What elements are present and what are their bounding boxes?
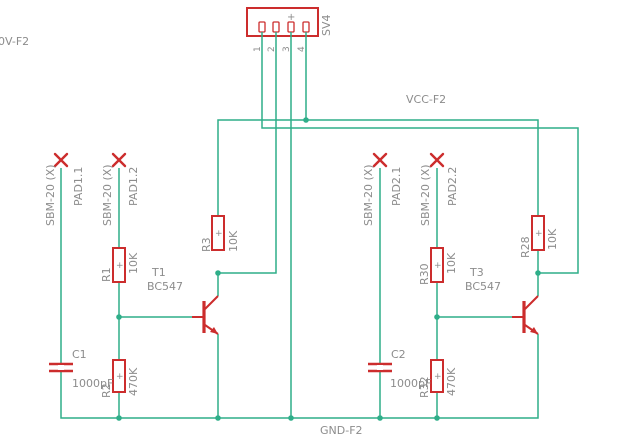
junction-dot: [377, 415, 383, 421]
capacitor-value: 1000pF: [390, 377, 431, 390]
resistor-name: R32: [418, 376, 431, 398]
resistor-value: 10K: [227, 230, 240, 252]
resistor-name: R2: [100, 383, 113, 398]
resistor-r30-body: [430, 247, 444, 283]
capacitor-name: C2: [391, 348, 406, 361]
resistor-r28-body: [531, 215, 545, 251]
resistor-value: 10K: [445, 252, 458, 274]
connector-sv4: + SV4 1 2 3 4: [246, 7, 333, 52]
capacitor-value: 1000pF: [72, 377, 113, 390]
wire-pin1-vcc-bus: [261, 40, 579, 274]
pad-name: PAD2.2: [446, 167, 459, 206]
transistor-value: BC547: [147, 280, 183, 293]
resistor-name: R1: [100, 267, 113, 282]
pad-cross-icon: [111, 152, 127, 168]
pad-cross-icon: [429, 152, 445, 168]
resistor-name: R3: [200, 237, 213, 252]
resistor-value: 470K: [127, 367, 140, 396]
net-label-vcc: VCC-F2: [406, 93, 446, 106]
connector-plus-mark: +: [287, 12, 295, 23]
resistor-r32-body: [430, 359, 444, 393]
wires: [60, 40, 579, 419]
connector-pin-label: 4: [297, 46, 307, 52]
junction-dot: [288, 415, 294, 421]
junctions: [116, 117, 541, 421]
pad-value: SBM-20 (X): [44, 164, 57, 226]
svg-text:+: +: [215, 229, 223, 239]
pad-value: SBM-20 (X): [101, 164, 114, 226]
junction-dot: [116, 314, 122, 320]
pad-value: SBM-20 (X): [362, 164, 375, 226]
svg-text:+: +: [434, 261, 442, 271]
connector-pin-label: 1: [253, 46, 263, 52]
resistor-r3-body: [211, 215, 225, 251]
svg-text:+: +: [434, 372, 442, 382]
wire-pad11-cap-gnd: [60, 168, 380, 419]
wire-pin4-vcc: [305, 40, 539, 216]
junction-dot: [116, 415, 122, 421]
net-label-left: 0V-F2: [0, 35, 29, 48]
capacitor-name: C1: [72, 348, 87, 361]
svg-text:+: +: [116, 261, 124, 271]
pad-name: PAD1.2: [127, 167, 140, 206]
connector-pin-label: 2: [267, 46, 277, 52]
junction-dot: [434, 415, 440, 421]
resistor-bodies: [112, 215, 545, 393]
wire-r3-pin2: [218, 40, 277, 274]
pad-value: SBM-20 (X): [419, 164, 432, 226]
connector-pin-label: 3: [282, 46, 292, 52]
capacitor-c2: [368, 362, 392, 373]
pad-name: PAD1.1: [72, 167, 85, 206]
pad-cross-icon: [53, 152, 69, 168]
junction-dot: [535, 270, 541, 276]
resistor-r2-body: [112, 359, 126, 393]
net-label-gnd: GND-F2: [320, 424, 363, 437]
transistor-name: T3: [469, 266, 484, 279]
resistor-value: 10K: [127, 252, 140, 274]
resistor-value: 10K: [546, 228, 559, 250]
transistor-t1: [192, 295, 219, 335]
svg-text:+: +: [116, 372, 124, 382]
junction-dot: [215, 270, 221, 276]
transistor-name: T1: [151, 266, 166, 279]
junction-dot: [434, 314, 440, 320]
svg-text:+: +: [535, 229, 543, 239]
capacitor-c1: [49, 362, 73, 373]
connector-name: SV4: [320, 14, 333, 36]
transistor-value: BC547: [465, 280, 501, 293]
pad-name: PAD2.1: [390, 167, 403, 206]
resistor-name: R30: [418, 263, 431, 285]
transistor-t3: [512, 295, 539, 335]
pad-marks: [53, 152, 445, 168]
junction-dot: [215, 415, 221, 421]
junction-dot: [303, 117, 309, 123]
resistor-name: R28: [519, 236, 532, 258]
pad-cross-icon: [372, 152, 388, 168]
resistor-r1-body: [112, 247, 126, 283]
wire-gnd-bus-right: [380, 334, 539, 419]
wire-r3-vcc: [217, 119, 306, 216]
resistor-value: 470K: [445, 367, 458, 396]
